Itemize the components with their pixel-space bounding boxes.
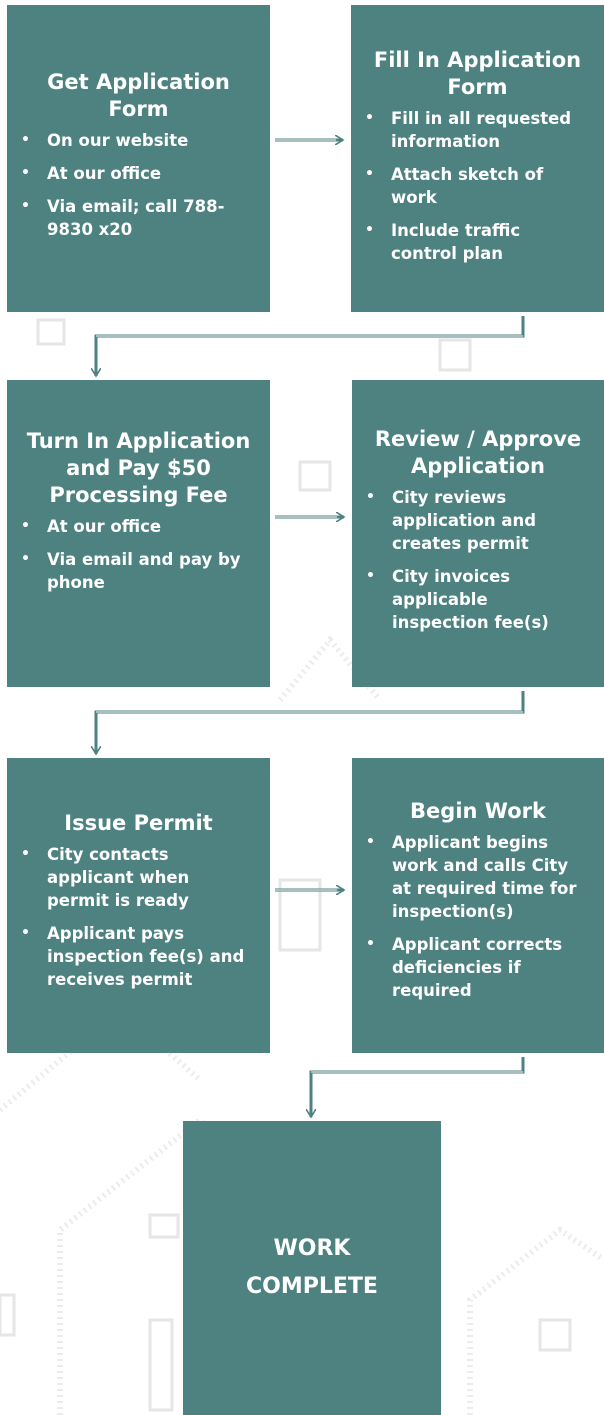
step-issue-permit: Issue Permit City contacts applicant whe… (7, 758, 270, 1053)
step-bullet: Include traffic control plan (365, 219, 590, 265)
step-begin-work: Begin Work Applicant begins work and cal… (352, 758, 604, 1053)
step-bullet: At our office (21, 515, 256, 538)
step-title: Begin Work (410, 799, 546, 823)
step-bullet-list: City contacts applicant when permit is r… (21, 843, 256, 991)
step-bullet-list: Fill in all requested information Attach… (365, 107, 590, 265)
step-title: Issue Permit (64, 811, 213, 835)
step-bullet-list: City reviews application and creates per… (366, 486, 590, 634)
step-bullet: On our website (21, 129, 256, 152)
step-bullet-list: Applicant begins work and calls City at … (366, 831, 590, 1002)
step-bullet: Fill in all requested information (365, 107, 590, 153)
step-bullet: Via email and pay by phone (21, 548, 256, 594)
arrow-step4-to-step5 (96, 691, 525, 754)
step-bullet: City reviews application and creates per… (366, 486, 590, 555)
step-title: Turn In Application and Pay $50 Processi… (26, 429, 251, 507)
step-bullet: Applicant begins work and calls City at … (366, 831, 590, 923)
step-title: Get Application Form (47, 70, 230, 121)
step-get-application-form: Get Application Form On our website At o… (7, 5, 270, 312)
step-work-complete: WORK COMPLETE (183, 1121, 441, 1415)
step-bullet-list: At our office Via email and pay by phone (21, 515, 256, 594)
step-bullet: City contacts applicant when permit is r… (21, 843, 256, 912)
step-bullet-list: On our website At our office Via email; … (21, 129, 256, 241)
step-bullet: Via email; call 788-9830 x20 (21, 195, 256, 241)
step-bullet: City invoices applicable inspection fee(… (366, 565, 590, 634)
arrow-step6-to-final (311, 1057, 525, 1117)
step-fill-in-application-form: Fill In Application Form Fill in all req… (351, 5, 604, 312)
step-bullet: Attach sketch of work (365, 163, 590, 209)
step-turn-in-application: Turn In Application and Pay $50 Processi… (7, 380, 270, 687)
step-bullet: Applicant corrects deficiencies if requi… (366, 933, 590, 1002)
final-label-line-2: COMPLETE (246, 1274, 378, 1299)
arrow-step2-to-step3 (96, 316, 525, 376)
step-title: Review / Approve Application (374, 427, 582, 478)
step-bullet: At our office (21, 162, 256, 185)
step-title: Fill In Application Form (373, 48, 582, 99)
step-bullet: Applicant pays inspection fee(s) and rec… (21, 922, 256, 991)
final-label-line-1: WORK (273, 1236, 351, 1261)
step-review-approve-application: Review / Approve Application City review… (352, 380, 604, 687)
